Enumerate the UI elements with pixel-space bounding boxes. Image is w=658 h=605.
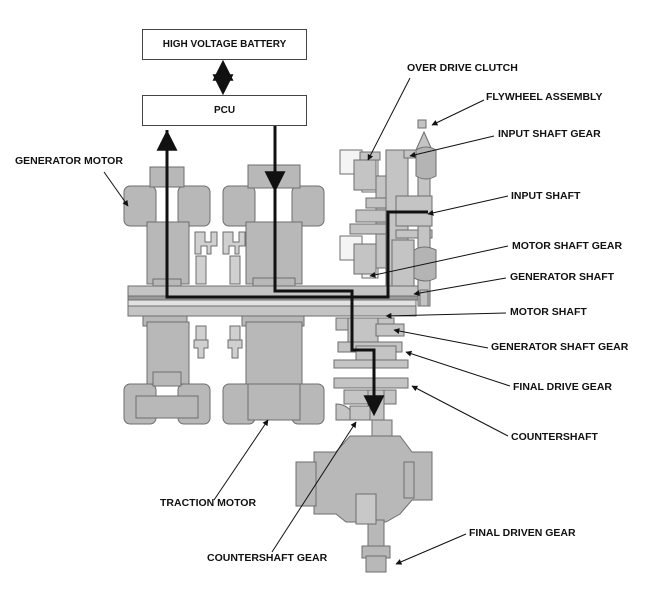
differential: [295, 435, 433, 573]
label-countershaft: COUNTERSHAFT: [511, 431, 598, 443]
high-voltage-battery-box: HIGH VOLTAGE BATTERY: [142, 29, 307, 60]
pcu-label: PCU: [213, 105, 236, 116]
high-voltage-battery-label: HIGH VOLTAGE BATTERY: [162, 39, 287, 50]
label-generator-shaft: GENERATOR SHAFT: [510, 271, 615, 283]
label-input-shaft-gear: INPUT SHAFT GEAR: [498, 128, 601, 140]
label-over-drive-clutch: OVER DRIVE CLUTCH: [407, 62, 518, 74]
bearing-brackets: [193, 231, 246, 359]
main-shafts: [127, 285, 419, 317]
label-traction-motor: TRACTION MOTOR: [160, 497, 257, 509]
pcu-box: PCU: [142, 95, 307, 126]
label-input-shaft: INPUT SHAFT: [511, 190, 581, 202]
label-generator-motor: GENERATOR MOTOR: [15, 155, 123, 167]
label-generator-shaft-gear: GENERATOR SHAFT GEAR: [491, 341, 629, 353]
leader-lines: [103, 77, 511, 565]
label-countershaft-gear: COUNTERSHAFT GEAR: [207, 552, 328, 564]
label-motor-shaft: MOTOR SHAFT: [510, 306, 587, 318]
traction-motor: [222, 164, 325, 425]
label-final-drive-gear: FINAL DRIVE GEAR: [513, 381, 612, 393]
power-flow-dashes: [156, 126, 286, 196]
label-motor-shaft-gear: MOTOR SHAFT GEAR: [512, 240, 623, 252]
power-flow-path: [165, 130, 428, 412]
gear-stack: [333, 317, 409, 437]
label-flywheel-assembly: FLYWHEEL ASSEMBLY: [486, 91, 603, 103]
label-final-driven-gear: FINAL DRIVEN GEAR: [469, 527, 576, 539]
